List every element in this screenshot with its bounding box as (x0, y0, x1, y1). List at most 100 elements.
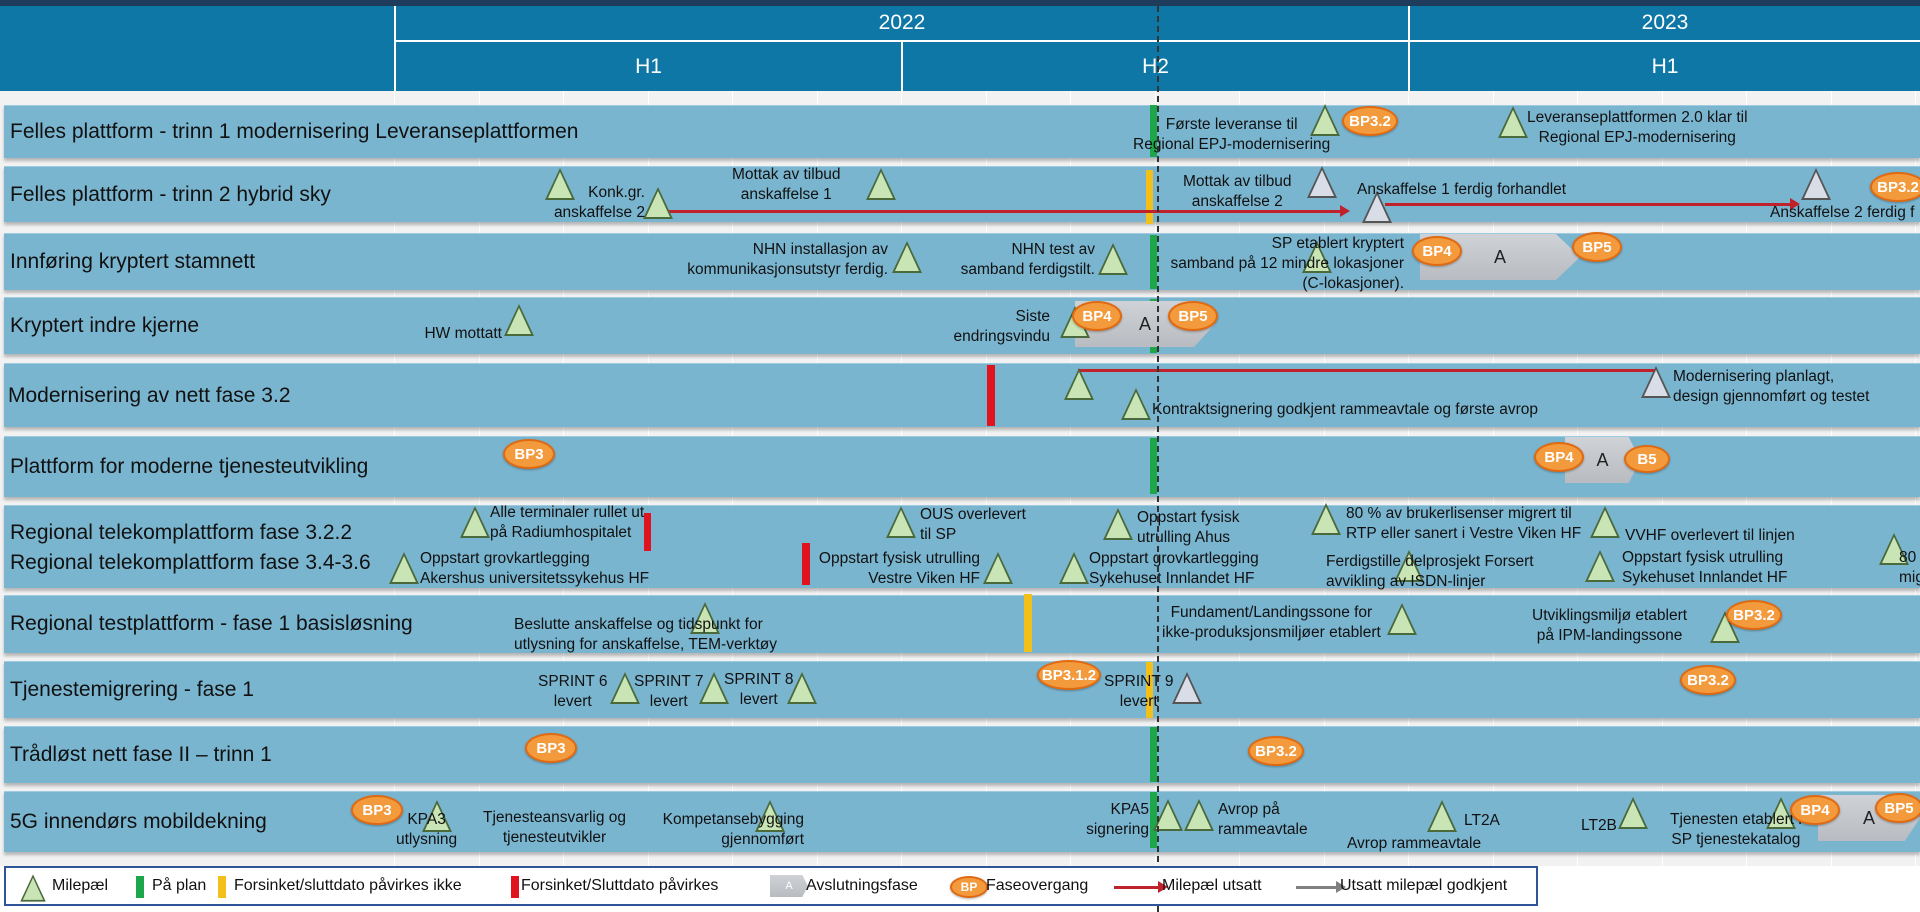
legend-delayed-no-impact-icon (218, 876, 226, 898)
phase-transition-bp3-2: BP3.2 (1870, 172, 1920, 202)
milestone-icon (1059, 552, 1089, 584)
row-label: Regional telekomplattform fase 3.2.2 (10, 521, 353, 544)
milestone-icon (643, 187, 673, 219)
milestone-label: LT2B (1581, 817, 1617, 834)
phase-transition-bp5: BP5 (1168, 301, 1218, 331)
milestone-grey-icon (1362, 191, 1392, 223)
milestone-label: Avrop rammeavtale (1347, 835, 1482, 852)
milestone-icon (1311, 503, 1341, 535)
legend-delayed-impact: Forsinket/Sluttdato påvirkes (521, 877, 719, 894)
milestone-grey-icon (1307, 166, 1337, 198)
legend-milestone-delayed-arrow (1158, 881, 1168, 893)
legend-milestone-delayed: Milepæl utsatt (1162, 877, 1262, 894)
legend: Milepæl På plan Forsinket/sluttdato påvi… (4, 866, 1538, 906)
status-delayed-impact (644, 513, 651, 551)
row-label: Felles plattform - trinn 1 modernisering… (10, 120, 579, 143)
legend-delay-approved-arrow (1336, 881, 1346, 893)
phase-transition-bp3-2: BP3.2 (1342, 106, 1398, 136)
legend-milestone-delayed-line (1114, 886, 1158, 889)
row-label: Felles plattform - trinn 2 hybrid sky (10, 183, 331, 206)
milestone-delayed-line (1078, 369, 1656, 372)
top-strip (0, 0, 1920, 6)
phase-transition-bp5: BP5 (1572, 232, 1622, 262)
row-label: Kryptert indre kjerne (10, 314, 200, 337)
milestone-icon (1302, 241, 1332, 273)
status-delayed-no-impact (1146, 170, 1153, 224)
phase-transition-b5: B5 (1624, 445, 1670, 473)
legend-delay-approved: Utsatt milepæl godkjent (1340, 877, 1508, 894)
milestone-icon (1394, 550, 1424, 582)
milestone-delayed-arrow (1790, 198, 1800, 210)
milestone-icon (866, 168, 896, 200)
legend-on-plan-icon (136, 876, 144, 898)
milestone-icon (1618, 797, 1648, 829)
phase-transition-bp3-1-2: BP3.1.2 (1037, 660, 1101, 690)
milestone-icon (1310, 104, 1340, 136)
milestone-label: HW mottatt (424, 325, 502, 342)
row-indre-kjerne: Kryptert indre kjerne (4, 297, 1920, 354)
milestone-delayed-line (658, 210, 1342, 213)
milestone-icon (422, 800, 452, 832)
row-felles-trinn2: Felles plattform - trinn 2 hybrid sky (4, 166, 1920, 222)
milestone-icon (460, 506, 490, 538)
today-line (1157, 6, 1159, 912)
phase-transition-bp3-2: BP3.2 (1248, 736, 1304, 766)
legend-phase-transition: Faseovergang (986, 877, 1089, 894)
milestone-icon (389, 552, 419, 584)
phase-transition-bp3: BP3 (525, 733, 577, 763)
status-on-plan (1150, 235, 1157, 289)
milestone-label: LT2A (1464, 812, 1500, 829)
legend-on-plan: På plan (152, 877, 207, 894)
milestone-label: Modernisering planlagt,design gjennomfør… (1673, 368, 1870, 405)
row-label: 5G innendørs mobildekning (10, 810, 267, 833)
milestone-icon (787, 672, 817, 704)
row-label: Trådløst nett fase II – trinn 1 (10, 743, 272, 766)
milestone-icon (892, 241, 922, 273)
milestone-icon (983, 552, 1013, 584)
legend-delay-approved-line (1296, 886, 1338, 889)
row-label: Plattform for moderne tjenesteutvikling (10, 455, 369, 478)
milestone-icon (1103, 508, 1133, 540)
milestone-grey-icon (1801, 168, 1831, 200)
legend-milestone-icon (20, 874, 46, 902)
status-on-plan (1150, 105, 1157, 157)
half-2022-h1: H1 (394, 42, 901, 91)
legend-delayed-impact-icon (511, 876, 519, 898)
milestone-icon (755, 800, 785, 832)
row-label: Regional testplattform - fase 1 basisløs… (10, 612, 413, 635)
legend-phase-transition-icon: BP (950, 876, 988, 898)
row-nett-fase32: Modernisering av nett fase 3.2 (4, 363, 1920, 427)
row-5g-innendors: 5G innendørs mobildekning (4, 791, 1920, 852)
row-felles-trinn1: Felles plattform - trinn 1 modernisering… (4, 105, 1920, 158)
phase-transition-bp4: BP4 (1790, 795, 1840, 825)
milestone-icon (1387, 603, 1417, 635)
row-testplattform: Regional testplattform - fase 1 basisløs… (4, 595, 1920, 653)
status-on-plan (1150, 727, 1157, 782)
status-delayed-no-impact (1024, 594, 1032, 652)
milestone-icon (1121, 388, 1151, 420)
status-delayed-impact (802, 543, 810, 585)
milestone-icon (690, 602, 720, 634)
milestone-icon (886, 506, 916, 538)
milestone-icon (699, 672, 729, 704)
